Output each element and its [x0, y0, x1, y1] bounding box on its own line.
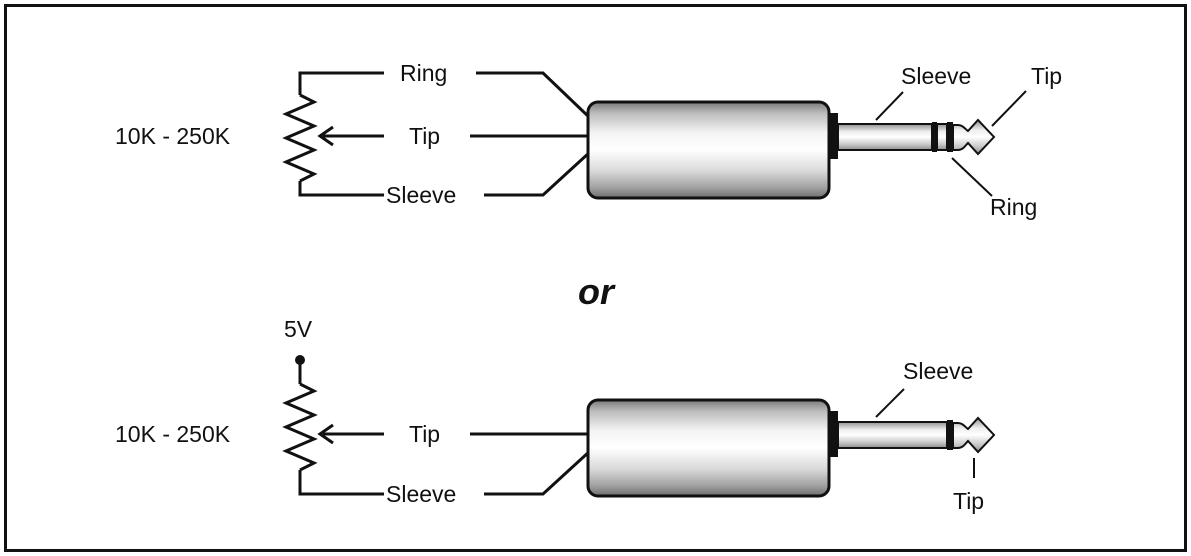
top-circuit: 10K - 250K Ring Tip Sleeve Sleeve Tip Ri…: [115, 60, 1062, 220]
resistor-label-bottom: 10K - 250K: [115, 421, 231, 447]
wire-label-ring: Ring: [400, 60, 447, 86]
leader-sleeve-bottom: [875, 388, 905, 418]
plug-label-sleeve-bottom: Sleeve: [903, 358, 973, 384]
wiper-arrow-bottom: [317, 423, 384, 445]
wire-label-tip: Tip: [409, 123, 440, 149]
plug-ring-insulator-top: [932, 122, 937, 152]
plug-label-tip-top: Tip: [1031, 63, 1062, 89]
wire-label-tip-bottom: Tip: [409, 421, 440, 447]
plug-body-top: [586, 100, 831, 200]
plug-collar-bottom: [829, 411, 838, 457]
wiper-arrow-top: [317, 125, 384, 147]
plug-label-sleeve-top: Sleeve: [901, 63, 971, 89]
plug-shaft-top: [837, 123, 933, 151]
resistor-label-top: 10K - 250K: [115, 123, 231, 149]
ts-plug-icon: [586, 398, 996, 498]
bottom-circuit: 5V 10K - 250K Tip Sleeve Sleeve: [115, 316, 996, 514]
plug-label-tip-bottom: Tip: [953, 488, 984, 514]
plug-ring-segment-top: [936, 123, 948, 151]
potentiometer-symbol-bottom: [282, 360, 384, 496]
leader-ring-top: [951, 157, 993, 197]
plug-collar-top: [829, 113, 838, 159]
trs-plug-icon: [586, 100, 996, 200]
potentiometer-symbol-top: [282, 71, 384, 197]
wire-label-sleeve-bottom: Sleeve: [386, 481, 456, 507]
plug-tip-top: [952, 118, 996, 156]
plug-shaft-bottom: [837, 421, 948, 449]
leader-tip-top: [991, 90, 1027, 127]
plug-tip-bottom: [952, 416, 996, 454]
leader-sleeve-top: [875, 91, 904, 121]
wire-label-sleeve: Sleeve: [386, 182, 456, 208]
wires-top: [470, 71, 592, 197]
or-separator: or: [578, 271, 616, 312]
plug-tip-insulator-bottom: [947, 420, 953, 450]
plug-label-ring-top: Ring: [990, 194, 1037, 220]
wires-bottom: [470, 432, 592, 496]
plug-tip-insulator-top: [947, 122, 953, 152]
plug-body-bottom: [586, 398, 831, 498]
supply-label: 5V: [284, 316, 313, 342]
